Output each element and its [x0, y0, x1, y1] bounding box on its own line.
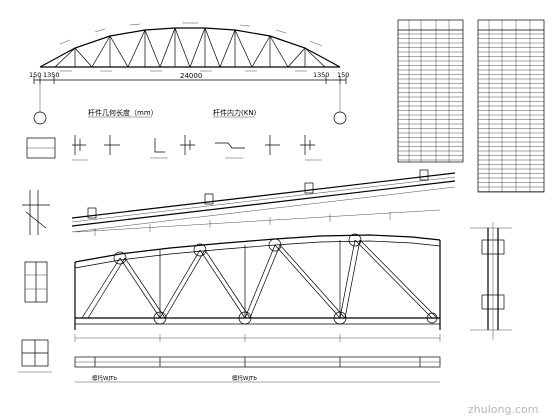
- purlin-bracket-label-1: 檩托WJTb: [92, 374, 117, 382]
- bracing-detail-left: [22, 190, 50, 235]
- main-truss-detail: [74, 209, 441, 342]
- right-dim-1: 1350: [313, 71, 330, 79]
- purlin-bracket-label-2: 檩托WJTb: [232, 374, 257, 382]
- axis-bubble-left: [33, 111, 47, 125]
- elevation-web-members: [54, 27, 326, 68]
- member-table-1: [397, 19, 464, 163]
- top-chord-detail: [22, 169, 456, 235]
- elevation-top-chord: [39, 27, 341, 68]
- main-end-posts: [74, 240, 441, 330]
- bottom-chord-strip: 檩托WJTb 檩托WJTb: [74, 356, 441, 383]
- section-symbol-labels: [72, 157, 322, 161]
- top-chord-gusset-marks: [87, 169, 429, 219]
- axis-bubble-right: [333, 111, 347, 125]
- right-column-detail: [470, 222, 512, 340]
- member-table-2: [477, 19, 545, 193]
- main-bottom-dimensions: [74, 334, 441, 342]
- span-length-label: 24000: [180, 72, 202, 80]
- main-top-chord: [74, 234, 441, 263]
- section-symbols-row: [72, 135, 315, 155]
- right-dim-2: 150: [337, 71, 349, 79]
- legend-section: 杆件几何长度（mm） 杆件内力(KN): [26, 108, 322, 161]
- left-section-details: [18, 261, 52, 373]
- left-dim-2: 1350: [43, 71, 60, 79]
- grid-axes: [33, 84, 347, 125]
- geometry-legend-title: 杆件几何长度（mm）: [88, 108, 158, 117]
- left-dim-1: 150: [29, 71, 41, 79]
- elevation-member-annotations: [59, 22, 323, 72]
- span-dimension: 150 1350 24000 1350 150: [29, 71, 349, 84]
- force-legend-title: 杆件内力(KN): [213, 108, 257, 117]
- main-top-dimensions: [74, 209, 441, 236]
- main-node-gussets: [113, 233, 438, 325]
- main-web-members: [81, 239, 438, 319]
- truss-elevation: 150 1350 24000 1350 150: [29, 22, 349, 125]
- watermark-text: zhulong.com: [468, 403, 538, 416]
- watermark: zhulong.com: [468, 403, 538, 416]
